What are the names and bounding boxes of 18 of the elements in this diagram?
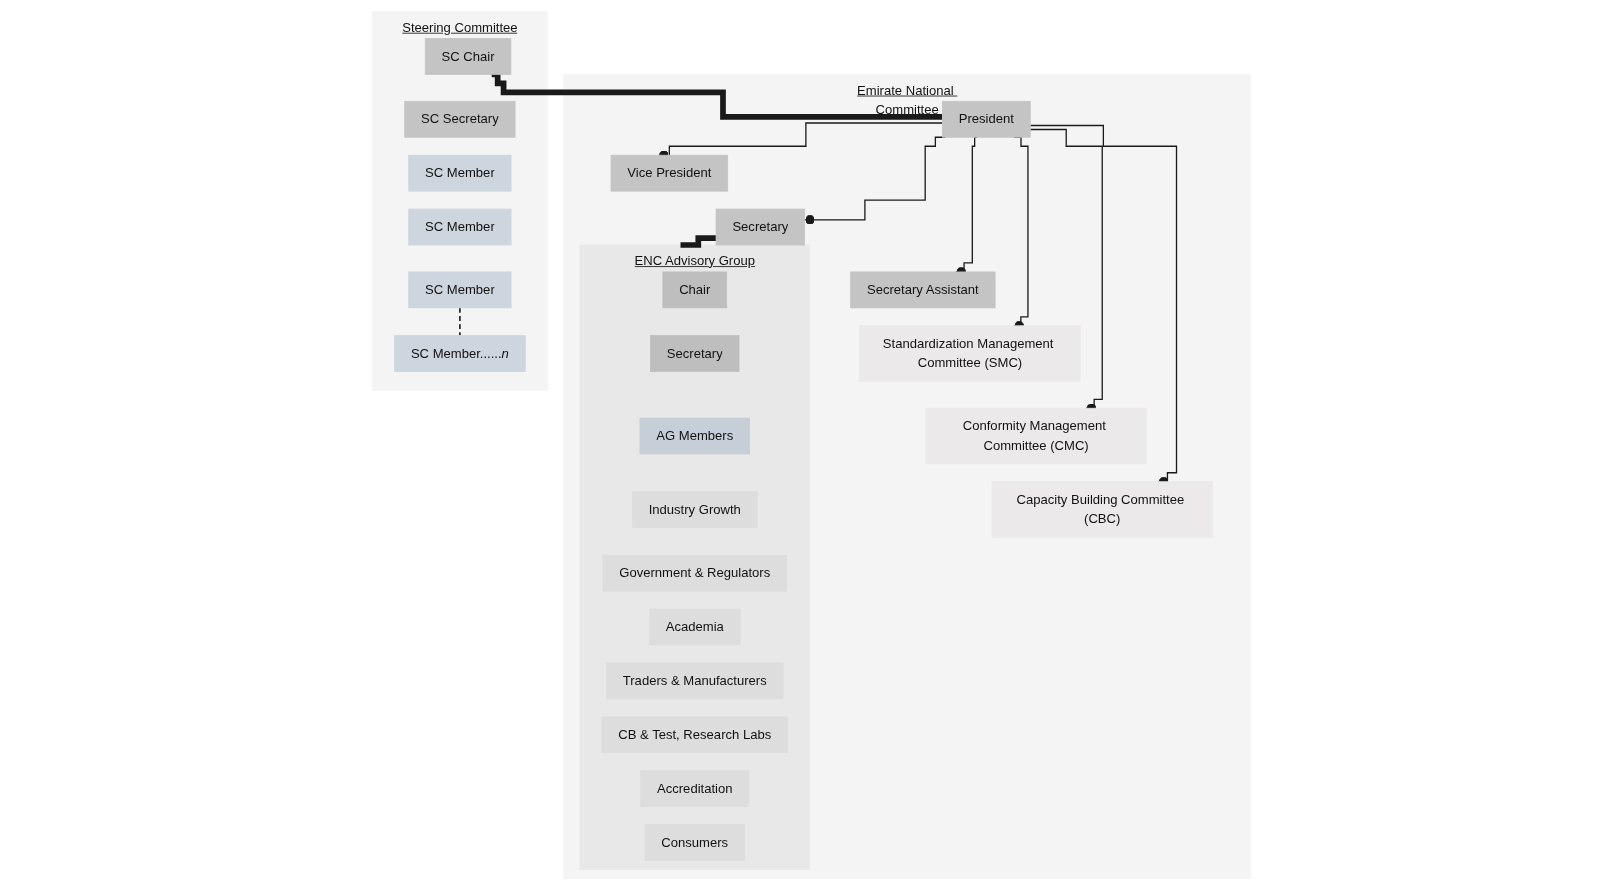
node-box: SC Member......n [394, 334, 526, 372]
node-box: Standardization Management Committee (SMC) [859, 324, 1081, 382]
node-box: SC Secretary [404, 100, 516, 138]
node-box: Secretary Assistant [850, 271, 996, 308]
node-box: President [942, 100, 1031, 138]
node-box: Secretary [716, 208, 806, 245]
node-box: SC Chair [425, 37, 512, 75]
node-box: AG Members [639, 417, 751, 454]
connector [680, 234, 717, 248]
connector [459, 306, 462, 336]
node-box: SC Member [408, 154, 512, 192]
node-box: Capacity Building Committee (CBC) [991, 480, 1214, 538]
node-box: Chair [662, 271, 728, 308]
node-box: Conformity Management Committee (CMC) [925, 407, 1148, 464]
node-box: Secretary [650, 334, 740, 372]
node-box: Vice President [610, 154, 729, 192]
node-box: SC Member [408, 271, 512, 308]
node-box: SC Member [408, 208, 512, 245]
